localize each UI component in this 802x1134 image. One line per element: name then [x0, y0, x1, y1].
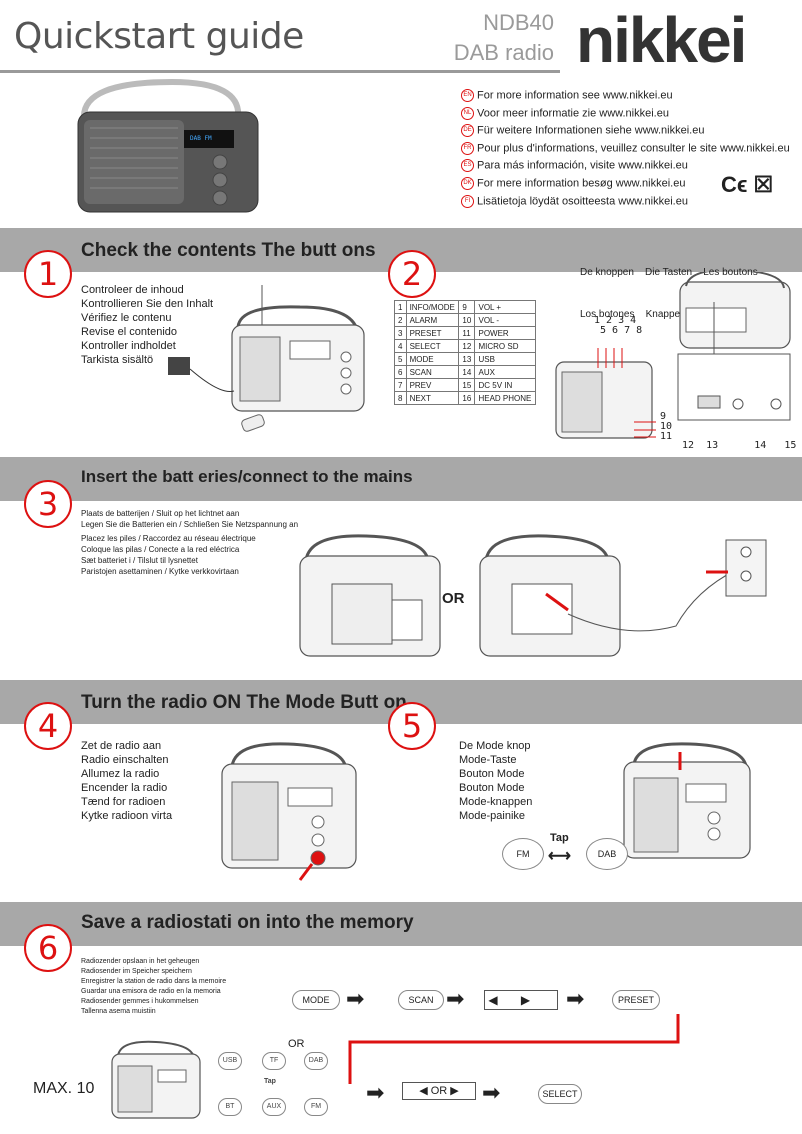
dab-mode: DAB — [304, 1052, 328, 1070]
bt-mode: BT — [218, 1098, 242, 1116]
section-6-title: Save a radiostati on into the memory — [81, 912, 414, 933]
section-3-title: Insert the batt eries/connect to the mai… — [81, 467, 413, 486]
step-1-circle: 1 — [24, 250, 72, 298]
flow-connector-line — [348, 1014, 680, 1084]
step-5-circle: 5 — [388, 702, 436, 750]
prev-next-step: ◀ ▶ — [484, 990, 558, 1010]
top-numbers-row1: 1 2 3 4 — [594, 315, 637, 326]
double-arrow-icon: ⟷ — [548, 848, 571, 865]
svg-text:nikkei: nikkei — [576, 12, 745, 68]
radio-small-illustration — [111, 1040, 201, 1119]
usb-mode: USB — [218, 1052, 242, 1070]
tap-label-6: Tap — [264, 1078, 276, 1085]
top-numbers-row2: 5 6 7 8 — [600, 325, 643, 336]
step-2-circle: 2 — [388, 250, 436, 298]
aux-mode: AUX — [262, 1098, 286, 1116]
battery-illustration — [299, 534, 767, 657]
model-info: NDB40 DAB radio — [454, 8, 554, 68]
section-bar-3 — [0, 457, 802, 501]
scan-step: SCAN — [398, 990, 444, 1010]
or-label-6: OR — [288, 1038, 305, 1050]
model-number: NDB40 — [483, 10, 554, 35]
section-bar-6 — [0, 902, 802, 946]
arrow-right-icon: ➡ — [446, 986, 465, 1011]
ce-mark-icon: Cϵ ☒ — [721, 172, 774, 197]
nikkei-logo: nikkei — [576, 12, 747, 68]
step-6-circle: 6 — [24, 924, 72, 972]
tap-label-5: Tap — [550, 832, 569, 844]
arrow-right-icon: ➡ — [366, 1080, 385, 1105]
bottom-numbers: 12 13 14 15 16 — [682, 440, 797, 451]
mode-cycle: USB TF DAB BT AUX FM Tap — [214, 1050, 334, 1120]
contents-illustration — [168, 285, 365, 432]
power-on-illustration — [221, 742, 357, 881]
dab-mode-circle: DAB — [586, 838, 628, 870]
max-presets-label: MAX. 10 — [33, 1080, 95, 1097]
mode-button-illustration — [623, 742, 751, 859]
tf-mode: TF — [262, 1052, 286, 1070]
mode-step: MODE — [292, 990, 340, 1010]
arrow-right-icon: ➡ — [482, 1080, 501, 1105]
svg-text:DAB FM: DAB FM — [190, 135, 212, 142]
prev-or-next-step: ◀ OR ▶ — [402, 1082, 476, 1100]
section-1-title: Check the contents The butt ons — [81, 240, 376, 261]
product-type: DAB radio — [453, 40, 554, 65]
preset-step: PRESET — [612, 990, 660, 1010]
step-3-circle: 3 — [24, 480, 72, 528]
radio-product-image: DAB FM — [77, 78, 259, 213]
step-4-circle: 4 — [24, 702, 72, 750]
arrow-right-icon: ➡ — [566, 986, 585, 1011]
buttons-diagram — [555, 272, 791, 439]
select-step: SELECT — [538, 1084, 582, 1104]
fm-mode-circle: FM — [502, 838, 544, 870]
or-label-3: OR — [442, 590, 465, 607]
section-3-text: Plaats de batterijen / Sluit op het lich… — [81, 509, 299, 576]
title-underline — [0, 70, 560, 73]
fm-mode: FM — [304, 1098, 328, 1116]
arrow-right-icon: ➡ — [346, 986, 365, 1011]
page-title: Quickstart guide — [14, 16, 304, 57]
section-4-title: Turn the radio ON The Mode Butt on — [81, 692, 407, 713]
